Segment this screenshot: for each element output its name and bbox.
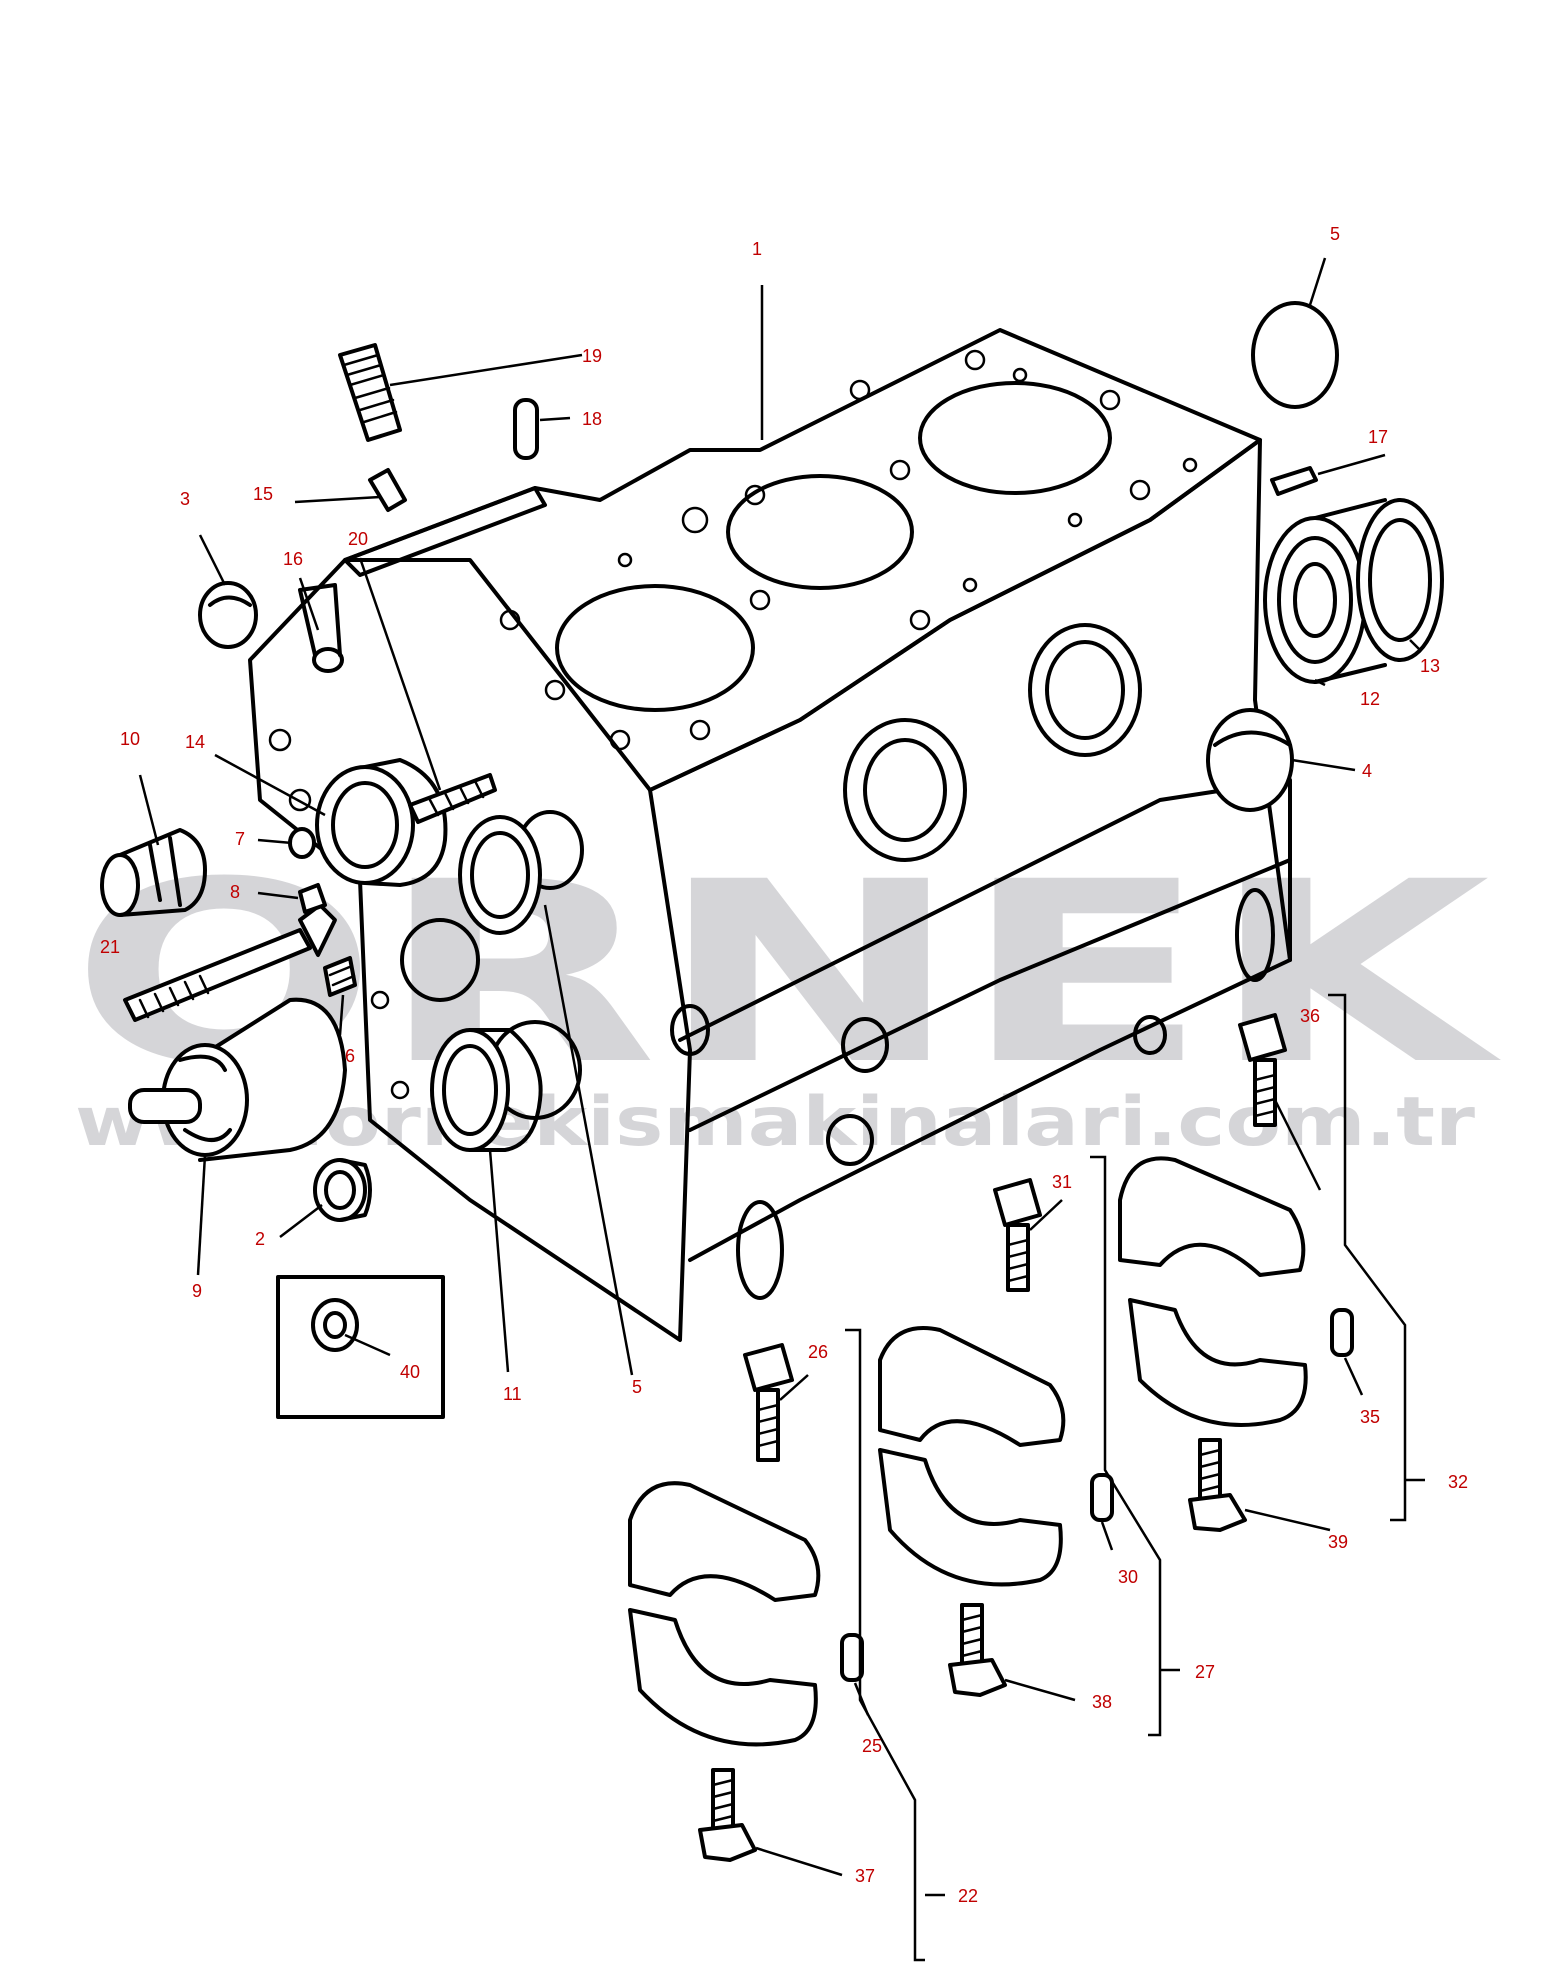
callout-5-bottom: 5: [632, 1377, 642, 1397]
callout-21: 21: [100, 937, 120, 957]
bracket-27: [1090, 1155, 1180, 1737]
bolt-39: [1188, 1438, 1247, 1532]
callout-6: 6: [345, 1046, 355, 1066]
bolt-38: [948, 1603, 1007, 1697]
callout-39: 39: [1328, 1532, 1348, 1552]
callout-26: 26: [808, 1342, 828, 1362]
callout-10: 10: [120, 729, 140, 749]
stud-19: [338, 343, 402, 442]
callout-17: 17: [1368, 427, 1388, 447]
pin-18: [513, 398, 539, 460]
bearing-cap-27: [878, 1326, 1066, 1587]
callout-19: 19: [582, 346, 602, 366]
bolt-21: [123, 903, 337, 1022]
pin-25: [840, 1633, 864, 1682]
bearing-cap-32: [1118, 1156, 1308, 1427]
callout-38: 38: [1092, 1692, 1112, 1712]
callout-31: 31: [1052, 1172, 1072, 1192]
callout-4: 4: [1362, 761, 1372, 781]
seal-14: [315, 758, 448, 887]
callout-30: 30: [1118, 1567, 1138, 1587]
callout-12: 12: [1360, 689, 1380, 709]
pin-35: [1330, 1308, 1354, 1357]
stud-20: [408, 773, 497, 824]
ring-5: [458, 815, 542, 935]
dowel-17: [1270, 466, 1318, 496]
callout-27: 27: [1195, 1662, 1215, 1682]
pin-30: [1090, 1473, 1114, 1522]
plug-8: [298, 883, 327, 914]
callout-15: 15: [253, 484, 273, 504]
callout-32: 32: [1448, 1472, 1468, 1492]
callout-20: 20: [348, 529, 368, 549]
bolt-37: [698, 1768, 757, 1862]
bolt-31: [993, 1178, 1042, 1292]
inset-box-40: [276, 1275, 445, 1419]
leader-lines: [138, 257, 1421, 1877]
callout-5-top: 5: [1330, 224, 1340, 244]
callout-22: 22: [958, 1886, 978, 1906]
callout-36: 36: [1300, 1006, 1320, 1026]
tappet-9: [128, 997, 347, 1162]
callout-8: 8: [230, 882, 240, 902]
cap-5: [1251, 301, 1339, 409]
callout-35: 35: [1360, 1407, 1380, 1427]
callout-labels: 1 2 3 4 5 5 6 7 8 9 10 11 12 13 14 15 16…: [100, 224, 1468, 1906]
plug-4: [1206, 708, 1294, 812]
dowel-16: [298, 583, 344, 673]
callout-14: 14: [185, 732, 205, 752]
callout-37: 37: [855, 1866, 875, 1886]
callout-7: 7: [235, 829, 245, 849]
dowel-15: [368, 468, 407, 512]
bracket-32: [1328, 993, 1425, 1522]
callout-13: 13: [1420, 656, 1440, 676]
callout-18: 18: [582, 409, 602, 429]
callout-16: 16: [283, 549, 303, 569]
callout-9: 9: [192, 1281, 202, 1301]
pin-6: [323, 956, 357, 997]
washer-7: [288, 827, 316, 859]
bushing-11: [430, 1028, 543, 1152]
bracket-22: [845, 1328, 945, 1962]
seal-13: [1356, 498, 1444, 662]
callout-1: 1: [752, 239, 762, 259]
callout-11: 11: [503, 1384, 522, 1404]
plug-3: [198, 581, 258, 649]
bolt-26: [743, 1343, 794, 1462]
cylinder-block: [248, 328, 1292, 1342]
bolt-36: [1238, 1013, 1287, 1127]
plug-2: [313, 1158, 372, 1222]
bushing-10: [100, 828, 207, 917]
callout-3: 3: [180, 489, 190, 509]
callout-2: 2: [255, 1229, 265, 1249]
bearing-cap-22: [628, 1481, 821, 1747]
callout-40: 40: [400, 1362, 420, 1382]
callout-25: 25: [862, 1736, 882, 1756]
